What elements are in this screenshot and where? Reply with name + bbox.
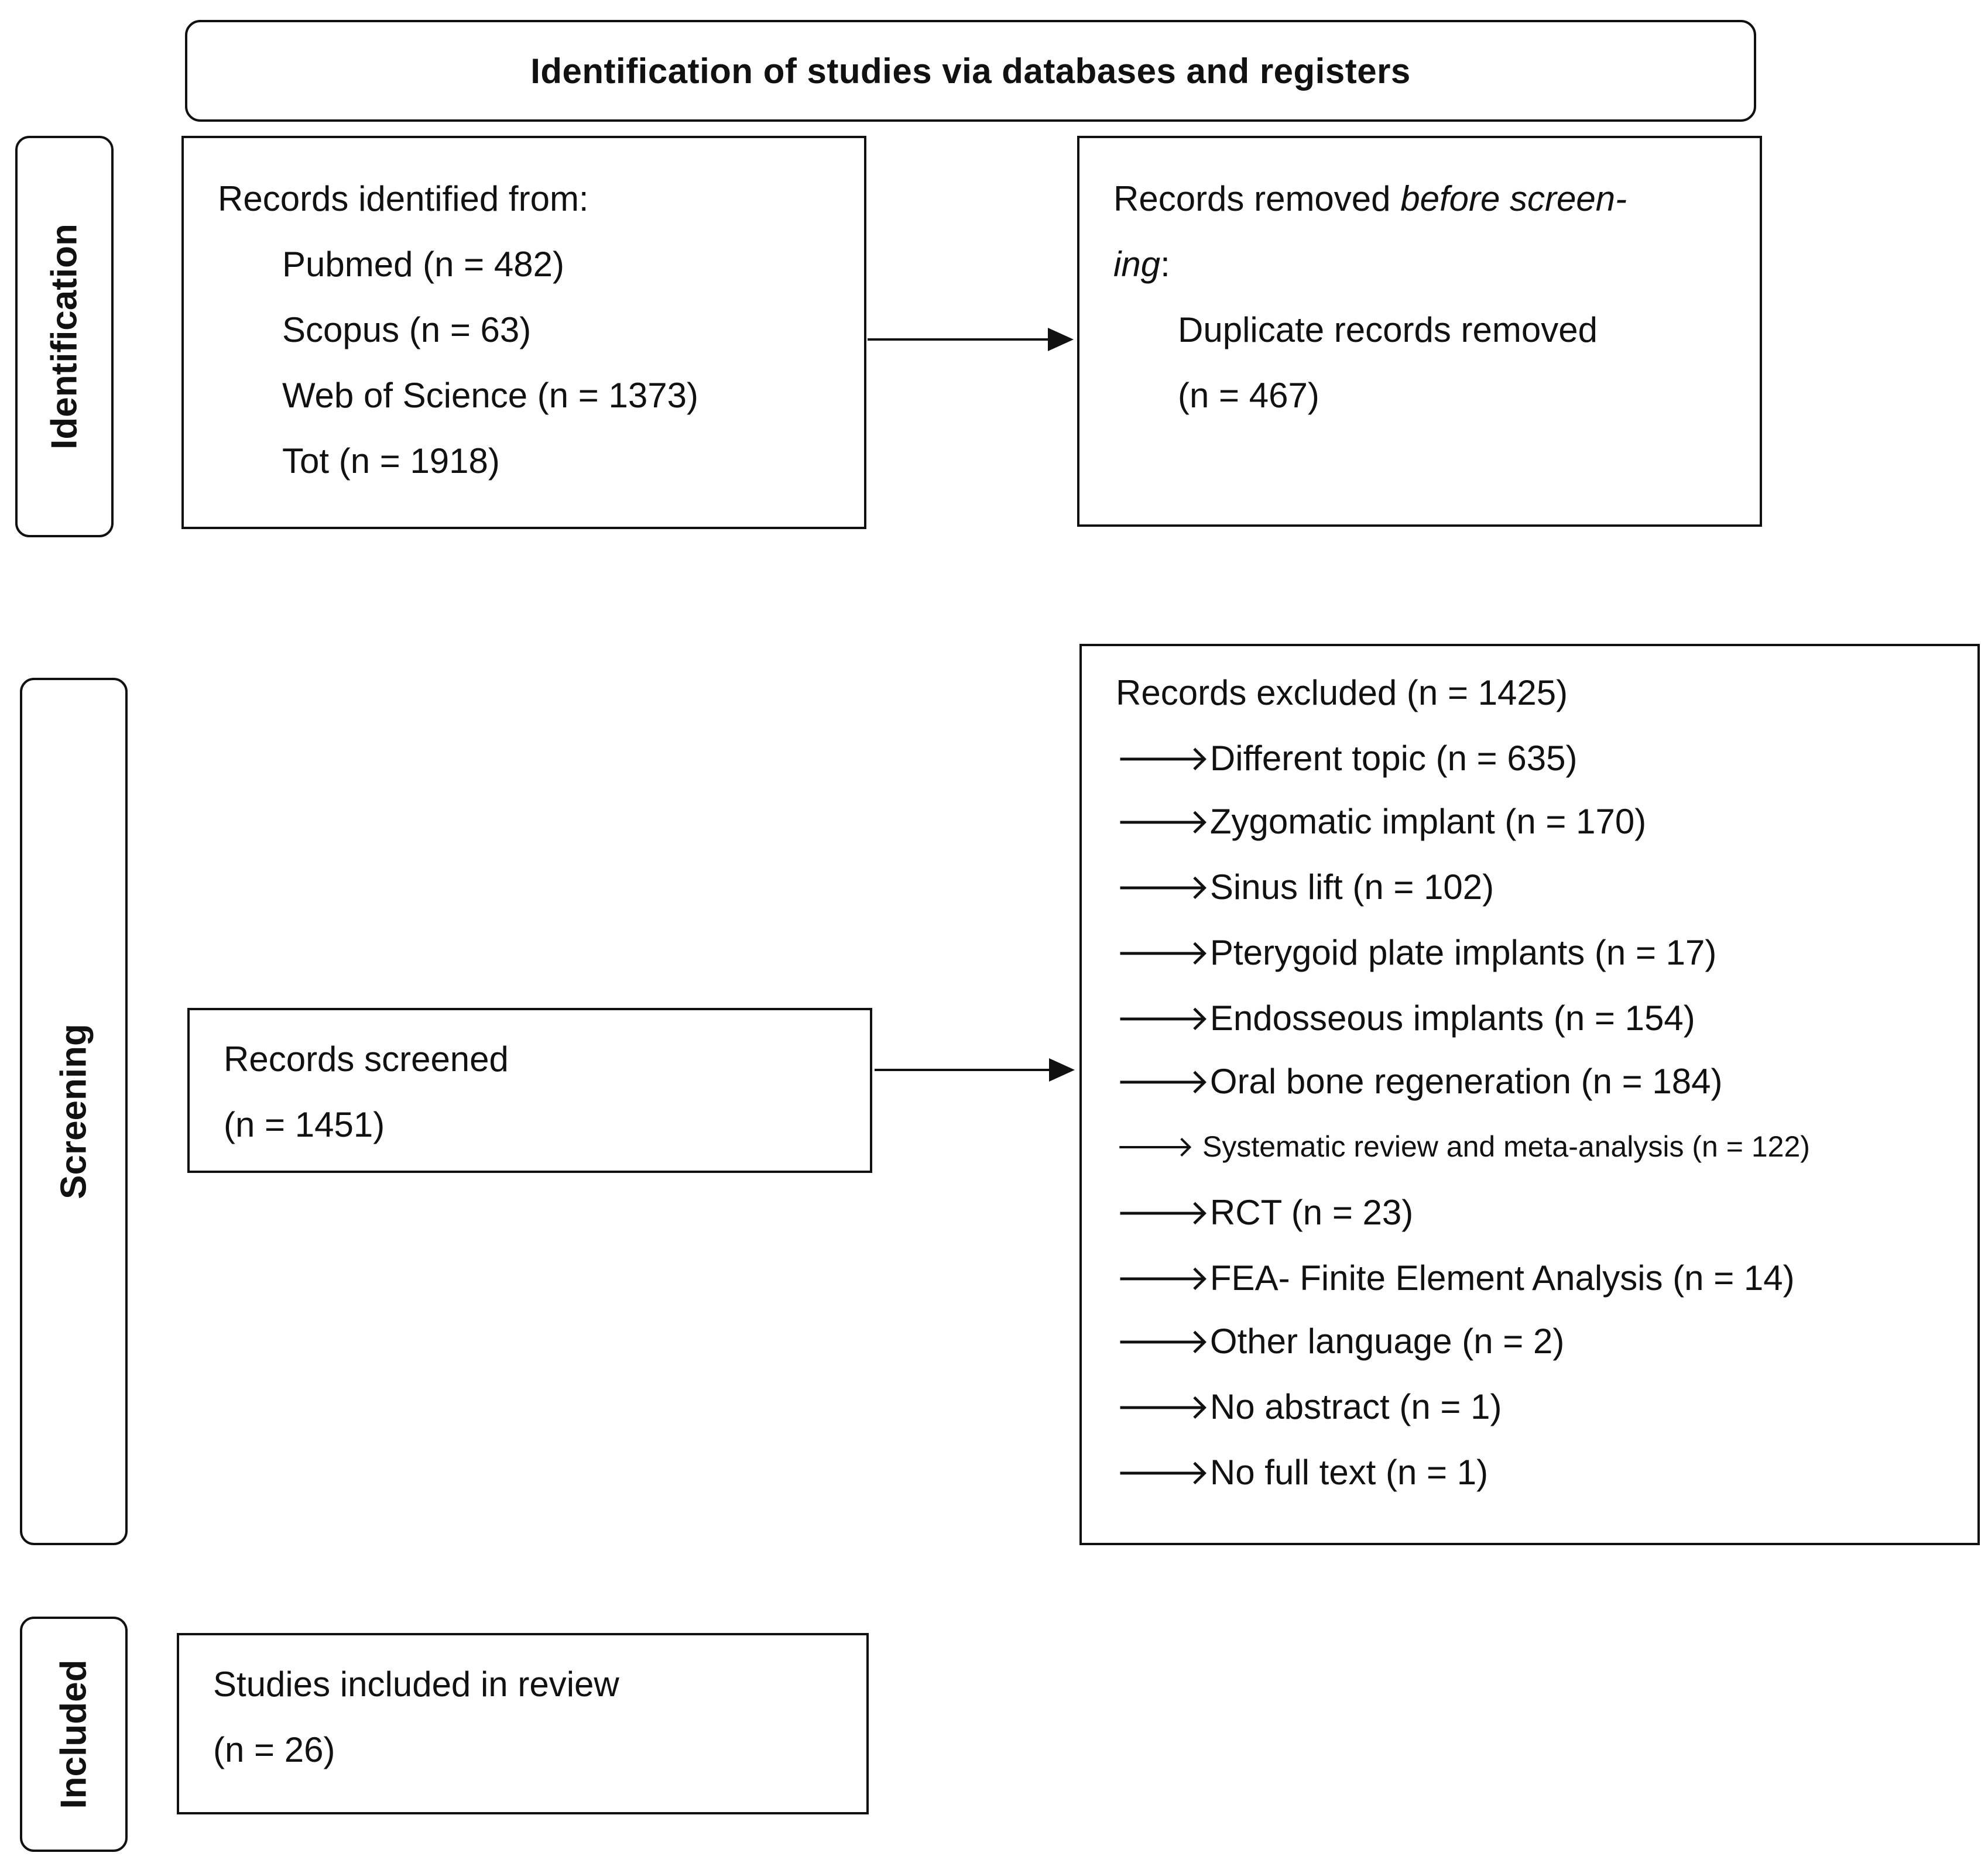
records-identified-heading: Records identified from: — [218, 179, 589, 218]
phase-identification-label: Identification — [44, 224, 85, 450]
studies-included-box: Studies included in review (n = 26) — [177, 1633, 869, 1814]
records-removed-heading-prefix: Records removed — [1113, 179, 1401, 218]
records-excluded-box: Records excluded (n = 1425) 🡒Different t… — [1079, 644, 1980, 1545]
excluded-item: 🡒Endosseous implants (n = 154) — [1116, 999, 1695, 1038]
excluded-item: 🡒Oral bone regeneration (n = 184) — [1116, 1062, 1723, 1101]
arrow-right-icon: 🡒 — [1116, 1193, 1210, 1232]
duplicate-records-count: (n = 467) — [1178, 376, 1319, 415]
phase-included-label: Included — [53, 1659, 94, 1809]
records-removed-heading-cont: ing: — [1113, 247, 1170, 282]
excluded-item: 🡒Zygomatic implant (n = 170) — [1116, 802, 1647, 841]
phase-included: Included — [20, 1617, 128, 1852]
phase-screening-label: Screening — [53, 1024, 94, 1199]
source-web-of-science: Web of Science (n = 1373) — [282, 376, 698, 415]
records-removed-heading-italic: before screen- — [1400, 179, 1627, 218]
arrow-right-icon: 🡒 — [1116, 1062, 1210, 1101]
excluded-item: 🡒 Systematic review and meta-analysis (n… — [1116, 1130, 1810, 1163]
records-removed-box: Records removed before screen- ing: Dupl… — [1077, 136, 1762, 527]
source-scopus: Scopus (n = 63) — [282, 310, 532, 349]
studies-included-count: (n = 26) — [213, 1730, 335, 1769]
records-screened-label: Records screened — [224, 1039, 509, 1079]
arrow-right-icon: 🡒 — [1116, 1453, 1210, 1492]
duplicate-records-label: Duplicate records removed — [1178, 310, 1598, 349]
header-title: Identification of studies via databases … — [530, 51, 1411, 91]
records-screened-box: Records screened (n = 1451) — [187, 1008, 872, 1173]
arrow-right-icon: 🡒 — [1116, 933, 1210, 972]
arrow-right-icon: 🡒 — [1116, 999, 1210, 1038]
arrow-right-icon: 🡒 — [1116, 1130, 1195, 1163]
arrow-right-icon: 🡒 — [1116, 867, 1210, 907]
excluded-item: 🡒Pterygoid plate implants (n = 17) — [1116, 933, 1717, 972]
source-pubmed: Pubmed (n = 482) — [282, 245, 564, 284]
records-removed-heading: Records removed before screen- — [1113, 181, 1627, 217]
arrow-right-icon: 🡒 — [1116, 1387, 1210, 1426]
records-excluded-heading: Records excluded (n = 1425) — [1116, 673, 1568, 712]
header-box: Identification of studies via databases … — [185, 20, 1756, 122]
records-identified-box: Records identified from: Pubmed (n = 482… — [181, 136, 866, 529]
arrow-right-icon: 🡒 — [1116, 1258, 1210, 1298]
excluded-item: 🡒Sinus lift (n = 102) — [1116, 867, 1495, 907]
excluded-item: 🡒RCT (n = 23) — [1116, 1193, 1414, 1232]
records-screened-count: (n = 1451) — [224, 1105, 385, 1144]
excluded-item: 🡒No abstract (n = 1) — [1116, 1387, 1502, 1426]
excluded-item: 🡒Different topic (n = 635) — [1116, 739, 1578, 778]
arrow-right-icon: 🡒 — [1116, 739, 1210, 778]
phase-screening: Screening — [20, 678, 128, 1545]
source-total: Tot (n = 1918) — [282, 441, 500, 481]
studies-included-label: Studies included in review — [213, 1665, 619, 1704]
records-removed-heading-suffix: : — [1160, 245, 1170, 284]
arrow-screened-to-excluded — [875, 1058, 1075, 1082]
arrow-right-icon: 🡒 — [1116, 1322, 1210, 1361]
records-removed-heading-italic-cont: ing — [1113, 245, 1161, 284]
arrow-right-icon: 🡒 — [1116, 802, 1210, 841]
arrow-identified-to-removed — [868, 328, 1074, 351]
excluded-item: 🡒FEA- Finite Element Analysis (n = 14) — [1116, 1258, 1795, 1298]
excluded-item: 🡒No full text (n = 1) — [1116, 1453, 1489, 1492]
phase-identification: Identification — [15, 136, 114, 537]
excluded-item: 🡒Other language (n = 2) — [1116, 1322, 1565, 1361]
